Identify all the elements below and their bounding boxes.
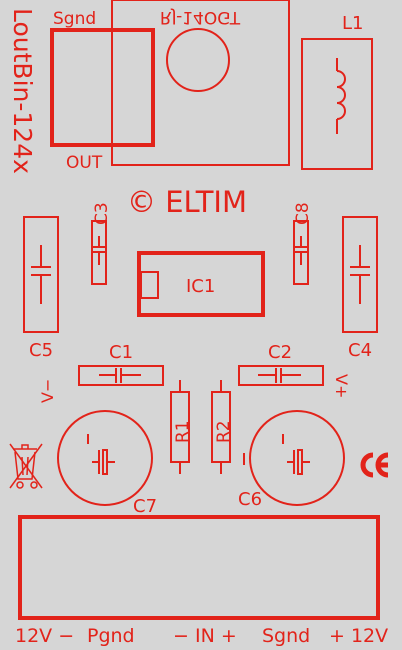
rj-connector-outline [111,0,290,166]
pin-in-label: − IN + [173,625,237,647]
c3-symbol [93,236,105,265]
sgnd-top-label: Sgnd [53,9,96,29]
c8-label: C8 [293,202,313,225]
pin-12v-plus-label: + 12V [329,625,388,647]
c1-outline [78,365,164,386]
vplus-label: V+ [332,374,351,398]
r1-label: R1 [173,420,193,443]
l1-coil-symbol [336,58,346,134]
ic1-outline [137,251,265,317]
c2-label: C2 [268,342,292,363]
ic1-label: IC1 [186,276,215,297]
c4-outline [342,216,378,333]
c8-symbol [295,236,307,265]
pin-12v-minus-label: 12V − [15,625,74,647]
r2-label: R2 [214,420,234,443]
c1-symbol [99,368,141,383]
c2-outline [238,365,324,386]
r1-resistor [170,380,190,474]
c7-outline [57,410,153,506]
c2-symbol [258,368,301,383]
pin-sgnd-label: Sgnd [262,625,310,647]
c6-symbol [243,434,310,475]
c6-outline [249,410,345,506]
c3-outline [91,220,107,285]
out-label: OUT [66,153,103,173]
pin-pgnd-label: Pgnd [87,625,135,647]
r2-resistor [211,380,231,474]
c8-outline [293,220,309,285]
copyright-mark: © ELTIM [127,185,247,219]
c4-symbol [350,245,370,304]
board-title: LoutBin-124x [8,8,37,174]
vminus-label: V− [38,379,57,403]
weee-bin-icon [9,443,43,489]
c5-symbol [31,245,51,304]
terminal-block-outline [18,515,380,620]
l1-label: L1 [342,13,363,34]
l1-outline [301,38,373,170]
c6-label: C6 [238,489,262,510]
c4-label: C4 [348,340,372,361]
rj-connector-label: RJ-14OGT [160,7,241,27]
c7-symbol [87,434,115,475]
ic1-notch [140,271,159,299]
c1-label: C1 [109,342,133,363]
c5-label: C5 [29,340,53,361]
out-connector-outline [50,28,155,147]
c5-outline [23,216,59,333]
ce-mark-icon [360,452,389,478]
rj-mounting-hole [166,28,230,92]
c7-label: C7 [133,496,157,517]
c3-label: C3 [92,202,112,225]
